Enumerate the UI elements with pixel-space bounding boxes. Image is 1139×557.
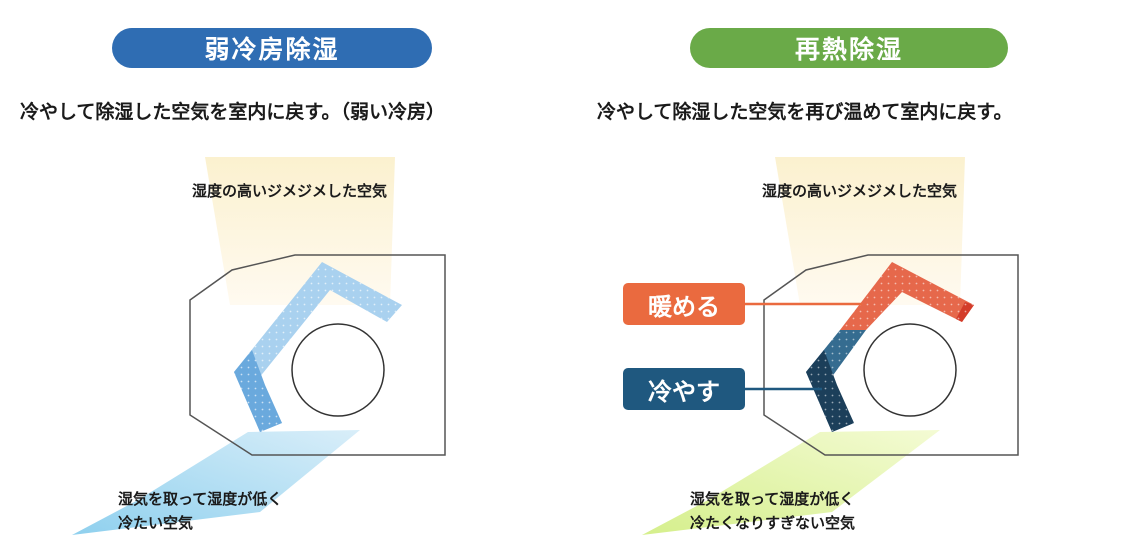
indoor-unit-outline bbox=[763, 254, 1019, 456]
outgoing-air bbox=[72, 430, 360, 535]
dry-air-label: 湿気を取って湿度が低く 冷たい空気 bbox=[118, 487, 282, 535]
dry-air-label-line1: 湿気を取って湿度が低く bbox=[118, 490, 283, 508]
mode-title-pill: 再熱除湿 bbox=[690, 28, 1008, 68]
warm-section-label: 暖める bbox=[623, 283, 745, 325]
heat-exchanger-dots bbox=[806, 262, 974, 432]
mode-description: 冷やして除湿した空気を室内に戻す。（弱い冷房） bbox=[20, 101, 446, 123]
reheat-dehumidify-panel: 再熱除湿 冷やして除湿した空気を再び温めて室内に戻す。 湿度の高いジメジメした空… bbox=[570, 0, 1139, 557]
fan-circle bbox=[863, 323, 957, 417]
incoming-air bbox=[775, 157, 965, 305]
reheat-diagram bbox=[642, 157, 1019, 535]
weak-cooling-dehumidify-panel: 弱冷房除湿 冷やして除湿した空気を室内に戻す。（弱い冷房） 湿度の高いジメジメし… bbox=[20, 28, 446, 535]
indoor-unit-outline bbox=[189, 254, 446, 456]
humid-air-label: 湿度の高いジメジメした空気 bbox=[762, 182, 958, 200]
incoming-air bbox=[205, 157, 395, 305]
dry-air-label-line2: 冷たい空気 bbox=[118, 514, 194, 532]
weak-cooling-diagram bbox=[72, 157, 446, 535]
cool-section-label: 冷やす bbox=[623, 368, 745, 410]
humid-air-label: 湿度の高いジメジメした空気 bbox=[192, 182, 388, 200]
outgoing-air bbox=[642, 430, 940, 535]
dry-air-label: 湿気を取って湿度が低く 冷たくなりすぎない空気 bbox=[690, 487, 855, 535]
heat-exchanger-dots bbox=[234, 262, 402, 432]
dry-air-label-line2: 冷たくなりすぎない空気 bbox=[690, 514, 856, 532]
mode-description: 冷やして除湿した空気を再び温めて室内に戻す。 bbox=[597, 101, 1013, 123]
mode-title-pill: 弱冷房除湿 bbox=[112, 28, 432, 68]
dry-air-label-line1: 湿気を取って湿度が低く bbox=[690, 490, 855, 508]
fan-circle bbox=[291, 323, 385, 417]
